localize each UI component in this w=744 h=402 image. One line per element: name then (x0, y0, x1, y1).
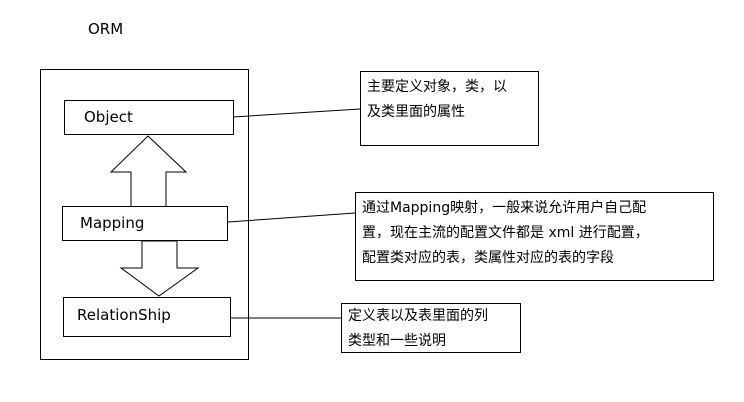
diagram-title: ORM (88, 20, 124, 38)
relationship-note-line-2: 类型和一些说明 (348, 333, 446, 349)
object-box: Object (64, 100, 234, 135)
object-note: 主要定义对象，类，以 及类里面的属性 (360, 71, 539, 146)
connector-object-note (232, 108, 361, 118)
mapping-note: 通过Mapping映射，一般来说允许用户自己配 置，现在主流的配置文件都是 xm… (355, 192, 714, 281)
relationship-note: 定义表以及表里面的列 类型和一些说明 (341, 303, 521, 353)
relationship-note-line-1: 定义表以及表里面的列 (348, 308, 488, 324)
mapping-label: Mapping (80, 214, 145, 232)
relationship-box: RelationShip (63, 297, 231, 337)
mapping-note-line-1: 通过Mapping映射，一般来说允许用户自己配 (362, 200, 647, 216)
object-note-line-2: 及类里面的属性 (367, 104, 465, 120)
relationship-label: RelationShip (77, 306, 171, 324)
mapping-box: Mapping (62, 206, 228, 241)
mapping-note-line-3: 配置类对应的表，类属性对应的表的字段 (362, 250, 614, 266)
mapping-note-line-2: 置，现在主流的配置文件都是 xml 进行配置， (362, 225, 649, 241)
object-label: Object (84, 108, 133, 126)
object-note-line-1: 主要定义对象，类，以 (367, 79, 507, 95)
